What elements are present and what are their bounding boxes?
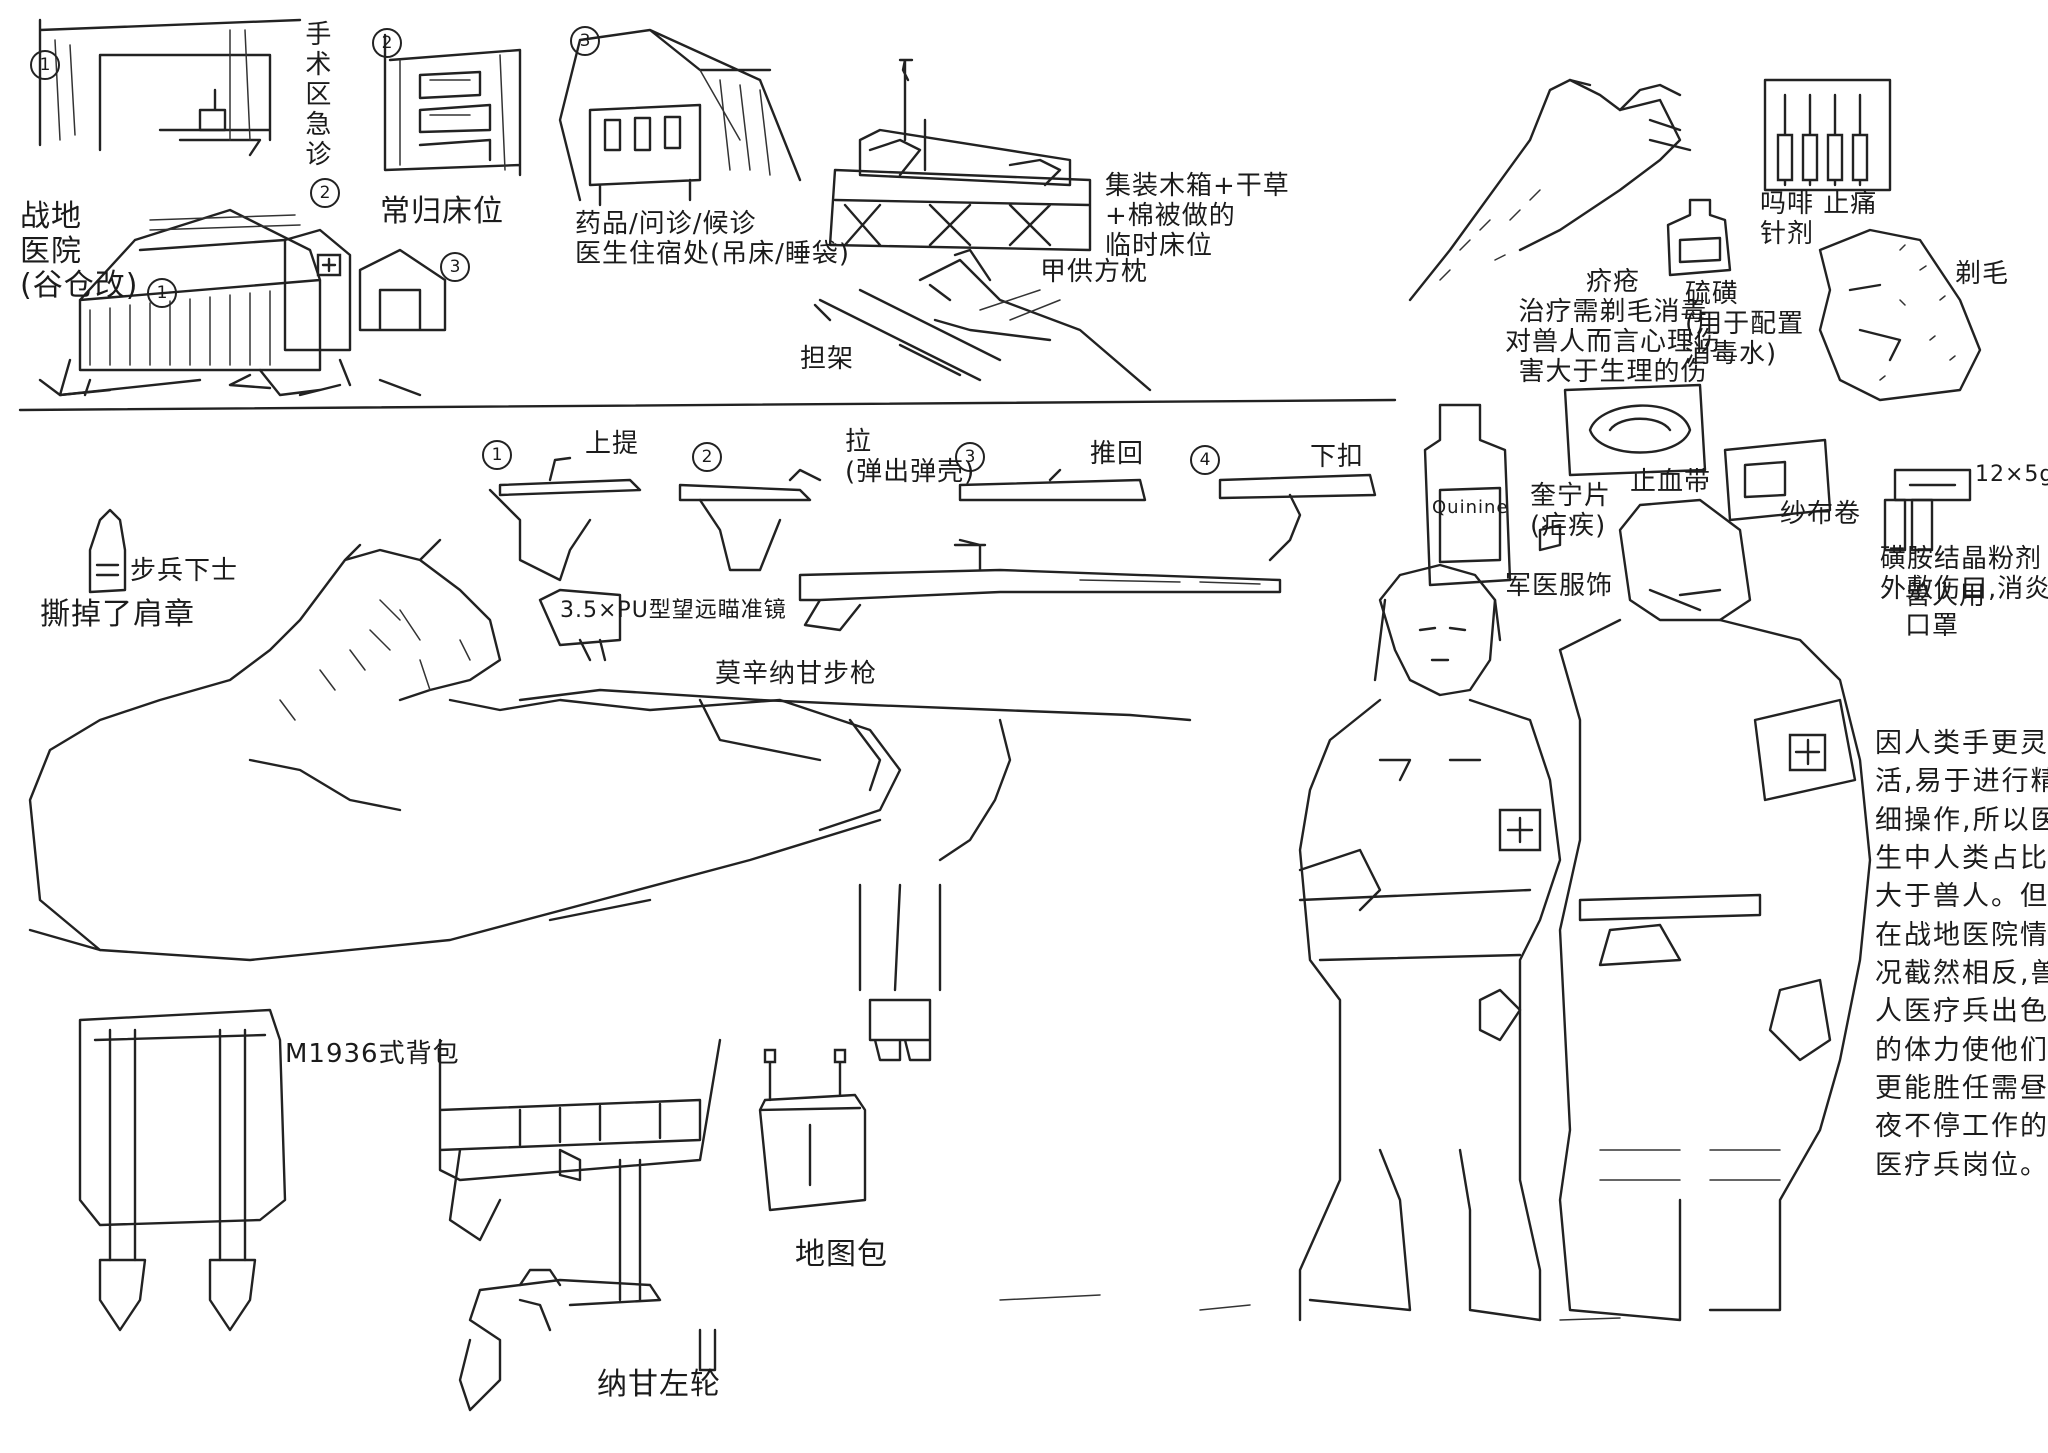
tiger-sniper-sketch [28, 538, 1192, 962]
label-step1: 上提 [585, 429, 640, 459]
divider-line [18, 398, 1397, 412]
sulfur-bottle-sketch [1666, 198, 1732, 277]
number-marker: 2 [692, 442, 722, 472]
pharmacy-tent-sketch [558, 28, 802, 207]
label-medic-uniform: 军医服饰 [1505, 571, 1614, 601]
number-marker: 4 [1190, 445, 1220, 475]
label-field-hospital: 战地 医院 (谷仓改) [20, 199, 139, 303]
backpack-sketch [78, 1008, 287, 1332]
map-bag-sketch [758, 1048, 867, 1212]
scabies-hand-sketch [1408, 78, 1692, 302]
number-marker: 3 [570, 26, 600, 56]
label-step3: 推回 [1090, 439, 1145, 469]
barn-hospital-sketch [38, 208, 447, 397]
revolver-sketch [458, 1268, 717, 1412]
label-revolver: 纳甘左轮 [597, 1367, 721, 1402]
label-pharmacy: 药品/问诊/候诊 医生住宿处(吊床/睡袋) [575, 209, 851, 269]
label-step4: 下扣 [1310, 442, 1365, 472]
label-quinine-bottle: Quinine [1432, 497, 1509, 518]
label-scope: 3.5×PU型望远瞄准镜 [560, 598, 787, 623]
label-shave: 剃毛 [1955, 259, 2010, 289]
label-beast-mask: 兽人用 口罩 [1905, 581, 1987, 641]
surgery-room-sketch [38, 18, 302, 157]
label-backpack: M1936式背包 [285, 1039, 460, 1069]
number-marker: 1 [30, 50, 60, 80]
label-quinine: 奎宁片 (疟疾) [1530, 481, 1612, 541]
label-bandage: 纱布卷 [1780, 499, 1862, 529]
number-marker: 2 [372, 28, 402, 58]
bolt-sequence-sketch [488, 456, 1377, 582]
label-size: 12×5g [1975, 462, 2048, 487]
label-sulfur: 硫磺 (用于配置 消毒水) [1685, 279, 1805, 369]
label-pillow: 甲供方枕 [1040, 257, 1149, 287]
mosin-rifle-upper-sketch [798, 538, 1282, 632]
label-regular-beds: 常归床位 [380, 194, 504, 229]
morphine-ampoules-sketch [1763, 78, 1892, 192]
label-rifle: 莫辛纳甘步枪 [715, 659, 878, 689]
number-marker: 1 [147, 278, 177, 308]
number-marker: 2 [310, 178, 340, 208]
quinine-bottle-sketch [1423, 403, 1562, 587]
number-marker: 1 [482, 440, 512, 470]
number-marker: 3 [955, 442, 985, 472]
regular-beds-sketch [383, 33, 522, 177]
label-scabies: 疥疮 治疗需剃毛消毒 对兽人而言心理伤 害大于生理的伤 [1505, 267, 1722, 387]
label-temp-bed: 集装木箱+干草 +棉被做的 临时床位 [1105, 171, 1290, 261]
label-surgery-area: 手术区急诊 [300, 20, 331, 170]
gauze-roll-sketch [1723, 438, 1832, 522]
ground-lines [999, 1294, 1621, 1321]
label-tourniquet: 止血带 [1630, 467, 1712, 497]
label-morphine: 吗啡 止痛 针剂 [1760, 189, 1878, 249]
label-sulfa: 磺胺结晶粉剂 外敷伤口,消炎杀菌 [1880, 544, 2048, 604]
rank-patch-sketch [88, 508, 127, 594]
human-medic-sketch [1298, 563, 1562, 1322]
label-rank: 步兵下士 [130, 556, 239, 586]
label-tear-off: 撕掉了肩章 [40, 597, 195, 632]
beast-medic-sketch [1558, 498, 1872, 1322]
binoculars-sketch [858, 883, 942, 1062]
shaved-face-sketch [1818, 228, 1982, 402]
label-note: 因人类手更灵活,易于进行精细操作,所以医生中人类占比大于兽人。但在战地医院情况截… [1875, 728, 2048, 1181]
label-step2: 拉 (弹出弹壳) [845, 427, 976, 487]
label-map-bag: 地图包 [795, 1237, 888, 1272]
tourniquet-sketch [1563, 383, 1707, 477]
label-stretcher: 担架 [800, 344, 855, 374]
belt-holster-sketch [438, 1038, 722, 1302]
sulfa-packets-sketch [1883, 468, 1972, 552]
stretcher-sketch [813, 248, 1152, 392]
temp-bed-sketch [828, 58, 1092, 252]
number-marker: 3 [440, 252, 470, 282]
